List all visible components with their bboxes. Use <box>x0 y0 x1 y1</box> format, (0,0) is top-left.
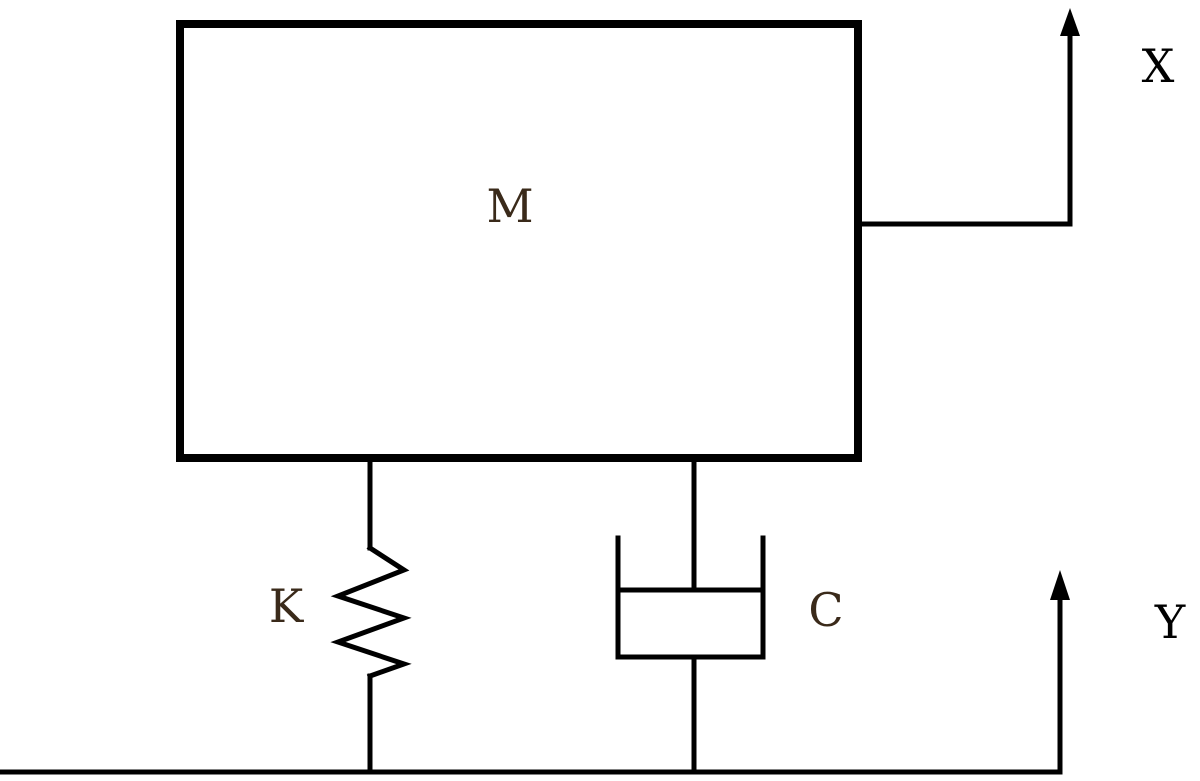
y-arrowhead <box>1050 570 1070 600</box>
mass-label: M <box>486 179 533 233</box>
y-label: Y <box>1154 595 1186 649</box>
mass-block <box>176 20 862 462</box>
damper-label: C <box>808 583 843 637</box>
spring-label: K <box>269 579 305 633</box>
damper-cylinder <box>615 535 766 660</box>
x-arrowhead <box>1060 8 1080 36</box>
spring-coil <box>330 544 412 680</box>
x-label: X <box>1142 39 1175 93</box>
x-arrow-shaft <box>859 27 1073 227</box>
